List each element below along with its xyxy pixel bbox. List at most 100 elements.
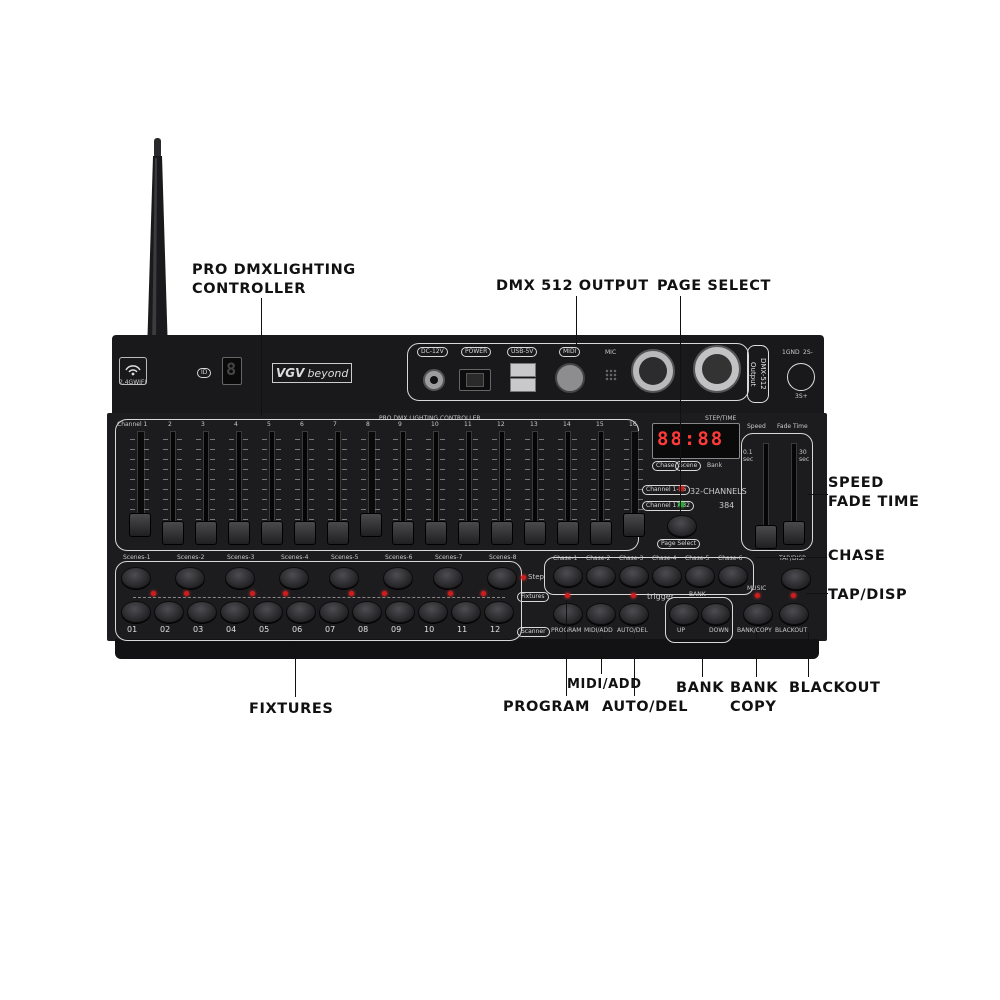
fade-fader[interactable]: [783, 521, 805, 545]
fader-tick: [144, 509, 149, 510]
chase-button-5[interactable]: [685, 565, 715, 587]
fader-tick: [361, 459, 366, 460]
channel-fader-10[interactable]: [425, 521, 447, 545]
channel-fader-16[interactable]: [623, 513, 645, 537]
scene-button-5[interactable]: [329, 567, 359, 589]
function-button-program[interactable]: [553, 603, 583, 625]
xlr-male-port[interactable]: [693, 345, 741, 393]
speed-fader[interactable]: [755, 525, 777, 549]
fader-tick: [243, 459, 248, 460]
fixture-button-10[interactable]: [418, 601, 448, 623]
bank-down-button[interactable]: [701, 603, 731, 625]
fixture-button-2[interactable]: [154, 601, 184, 623]
channel-fader-8[interactable]: [360, 513, 382, 537]
usb-port-bottom[interactable]: [510, 378, 536, 392]
fader-tick: [375, 479, 380, 480]
fader-tick: [276, 489, 281, 490]
fixture-button-9[interactable]: [385, 601, 415, 623]
fader-tick: [426, 439, 431, 440]
channel-fader-12[interactable]: [491, 521, 513, 545]
fixture-button-6[interactable]: [286, 601, 316, 623]
bank-copy-button[interactable]: [743, 603, 773, 625]
fader-tick: [196, 519, 201, 520]
scene-button-3[interactable]: [225, 567, 255, 589]
channel-fader-7[interactable]: [327, 521, 349, 545]
channel-fader-1[interactable]: [129, 513, 151, 537]
channel-fader-5[interactable]: [261, 521, 283, 545]
page-select-button[interactable]: [667, 515, 697, 537]
fader-tick: [591, 459, 596, 460]
chase-button-6[interactable]: [718, 565, 748, 587]
chase-label-1: Chase-1: [553, 555, 578, 562]
fader-tick: [591, 469, 596, 470]
fixture-led: [283, 591, 288, 596]
chase-button-3[interactable]: [619, 565, 649, 587]
scene-button-6[interactable]: [383, 567, 413, 589]
channel-fader-14[interactable]: [557, 521, 579, 545]
fader-tick: [375, 469, 380, 470]
fader-tick: [361, 479, 366, 480]
fixture-button-1[interactable]: [121, 601, 151, 623]
fixture-led: [151, 591, 156, 596]
fader-tick: [440, 449, 445, 450]
fixture-button-4[interactable]: [220, 601, 250, 623]
fixture-button-11[interactable]: [451, 601, 481, 623]
channel-fader-13[interactable]: [524, 521, 546, 545]
fader-tick: [440, 489, 445, 490]
chase-button-4[interactable]: [652, 565, 682, 587]
blackout-button[interactable]: [779, 603, 809, 625]
channel-fader-4[interactable]: [228, 521, 250, 545]
tap-disp-button[interactable]: [781, 568, 811, 590]
fader-tick: [262, 469, 267, 470]
bank-up-button[interactable]: [669, 603, 699, 625]
fader-tick: [177, 509, 182, 510]
scene-button-1[interactable]: [121, 567, 151, 589]
scene-button-7[interactable]: [433, 567, 463, 589]
blackout-label: BLACKOUT: [775, 627, 808, 634]
fader-tick: [196, 449, 201, 450]
fader-tick: [525, 469, 530, 470]
scene-button-8[interactable]: [487, 567, 517, 589]
callout-bank-copy-line2: COPY: [730, 699, 777, 715]
fixture-button-5[interactable]: [253, 601, 283, 623]
fader-tick: [506, 509, 511, 510]
fixture-number-9: 09: [391, 625, 402, 634]
channel-fader-3[interactable]: [195, 521, 217, 545]
fader-tick: [130, 509, 135, 510]
fader-number-8: 8: [366, 421, 370, 428]
fader-tick: [243, 519, 248, 520]
channel-fader-9[interactable]: [392, 521, 414, 545]
channel-fader-6[interactable]: [294, 521, 316, 545]
fixture-button-8[interactable]: [352, 601, 382, 623]
scene-button-4[interactable]: [279, 567, 309, 589]
function-button-auto-del[interactable]: [619, 603, 649, 625]
fader-tick: [196, 509, 201, 510]
fader-tick: [144, 449, 149, 450]
channel-fader-15[interactable]: [590, 521, 612, 545]
function-button-midi-add[interactable]: [586, 603, 616, 625]
power-switch[interactable]: [459, 369, 491, 391]
fixture-button-7[interactable]: [319, 601, 349, 623]
fader-track-9: [400, 431, 406, 529]
usb-port-top[interactable]: [510, 363, 536, 377]
callout-pro-controller-line2: CONTROLLER: [192, 281, 307, 297]
fader-tick: [638, 489, 643, 490]
channel-fader-11[interactable]: [458, 521, 480, 545]
chase-button-2[interactable]: [586, 565, 616, 587]
callout-speed: SPEED FADE TIME: [828, 474, 919, 512]
fader-tick: [473, 479, 478, 480]
xlr-female-port[interactable]: [631, 349, 675, 393]
scene-button-2[interactable]: [175, 567, 205, 589]
midi-port[interactable]: [555, 363, 585, 393]
speed-label: Speed: [747, 423, 766, 430]
function-label-2: MIDI/ADD: [584, 627, 613, 634]
chase-label-3: Chase-3: [619, 555, 644, 562]
fixture-button-12[interactable]: [484, 601, 514, 623]
channel-fader-2[interactable]: [162, 521, 184, 545]
chase-button-1[interactable]: [553, 565, 583, 587]
scene-label-6: Scenes-6: [385, 554, 413, 561]
fader-tick: [459, 449, 464, 450]
fixture-button-3[interactable]: [187, 601, 217, 623]
fader-tick: [309, 509, 314, 510]
fader-tick: [539, 519, 544, 520]
